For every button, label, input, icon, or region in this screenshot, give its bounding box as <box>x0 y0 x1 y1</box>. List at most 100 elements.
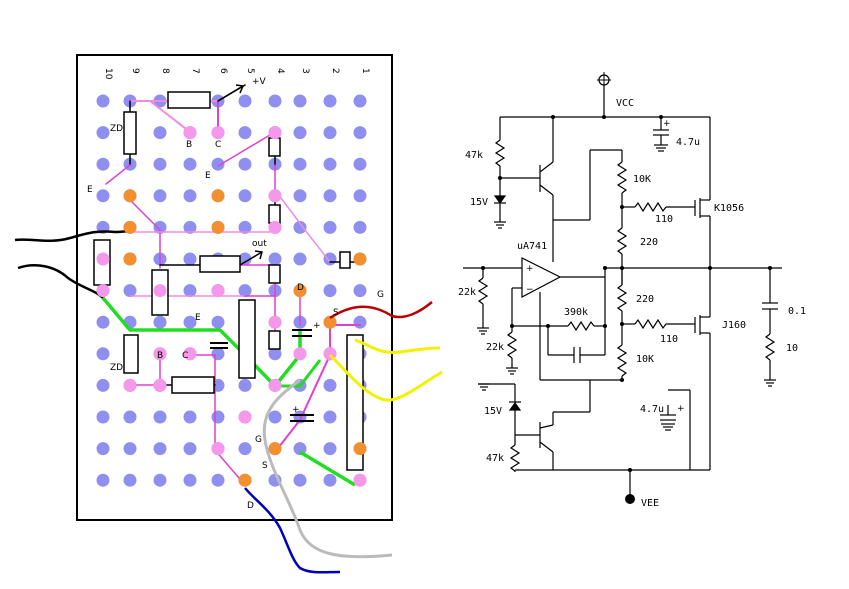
board-pad <box>123 378 137 392</box>
label-out: out <box>252 239 267 249</box>
board-hole <box>323 410 337 424</box>
board-hole <box>153 220 167 234</box>
column-number: 9 <box>130 68 140 74</box>
board-pad <box>183 347 197 361</box>
board-hole <box>293 220 307 234</box>
label-cap-plus-bottom: + <box>292 405 300 415</box>
board-pad <box>353 252 367 266</box>
board-pad <box>268 442 282 456</box>
column-number: 4 <box>275 68 285 74</box>
board-hole <box>353 284 367 298</box>
label-b-bottom: B <box>157 351 163 361</box>
board-hole <box>153 473 167 487</box>
board-pad <box>211 189 225 203</box>
board-hole <box>293 442 307 456</box>
board-hole <box>293 252 307 266</box>
board-hole <box>153 442 167 456</box>
label-c-top: C <box>215 140 221 150</box>
board-hole <box>353 220 367 234</box>
board-pad <box>123 252 137 266</box>
column-number: 10 <box>103 68 113 80</box>
board-hole <box>153 189 167 203</box>
board-pad <box>96 252 110 266</box>
label-zd-bottom: ZD <box>110 363 123 373</box>
board-hole <box>293 189 307 203</box>
board-hole <box>183 442 197 456</box>
board-pad <box>96 284 110 298</box>
board-pad <box>238 410 252 424</box>
board-hole <box>123 442 137 456</box>
board-hole <box>96 347 110 361</box>
board-hole <box>96 189 110 203</box>
label-cap-bottom-value: 4.7u <box>640 404 664 415</box>
board-pad <box>268 126 282 140</box>
label-s-bottom: S <box>262 461 268 471</box>
board-pad <box>211 442 225 456</box>
label-g-bottom: G <box>255 435 262 445</box>
board-hole <box>183 252 197 266</box>
label-r-220-top: 220 <box>640 237 658 248</box>
label-e-top: E <box>205 171 211 181</box>
board-hole <box>323 378 337 392</box>
column-number: 3 <box>300 68 310 74</box>
label-zd-15v-bottom: 15V <box>484 406 502 417</box>
board-pad <box>238 473 252 487</box>
board-hole <box>211 473 225 487</box>
label-r-110-bottom: 110 <box>660 334 678 345</box>
label-opamp-plus: + <box>526 264 534 274</box>
label-cap-plus-top: + <box>313 321 321 331</box>
board-hole <box>96 94 110 108</box>
yellow-wire-bottom <box>328 353 443 402</box>
label-zd-top: ZD <box>110 124 123 134</box>
board-hole <box>211 315 225 329</box>
board-hole <box>96 473 110 487</box>
board-hole <box>183 315 197 329</box>
board-hole <box>96 126 110 140</box>
board-hole <box>268 252 282 266</box>
label-plus-v: +V <box>252 77 267 87</box>
out-arrow <box>239 251 263 266</box>
label-c-bottom: C <box>182 351 188 361</box>
schematic-wires <box>463 80 782 497</box>
label-d-bottom: D <box>247 501 254 511</box>
board-hole <box>353 157 367 171</box>
plus-v-arrow <box>217 85 244 102</box>
board-hole <box>123 473 137 487</box>
board-hole <box>96 157 110 171</box>
black-wire-ground <box>17 264 104 299</box>
board-pad <box>323 315 337 329</box>
board-hole <box>183 410 197 424</box>
board-capacitors <box>210 329 314 422</box>
board-hole <box>153 157 167 171</box>
board-hole <box>323 126 337 140</box>
label-d-top: D <box>297 283 304 293</box>
label-r-22k-feedback: 22k <box>486 342 504 353</box>
label-cap-out: 0.1 <box>788 306 806 317</box>
board-hole <box>96 378 110 392</box>
red-wire <box>329 301 433 320</box>
label-r-47k-top: 47k <box>465 150 483 161</box>
board-hole <box>153 315 167 329</box>
label-r-220-bottom: 220 <box>636 294 654 305</box>
label-mosfet-bottom: J160 <box>722 320 746 331</box>
blue-wire <box>244 487 341 574</box>
label-s-top: S <box>333 308 339 318</box>
board-hole <box>96 442 110 456</box>
board-pad <box>268 378 282 392</box>
board-hole <box>353 126 367 140</box>
board-hole <box>268 94 282 108</box>
board-hole <box>153 410 167 424</box>
board-hole <box>153 126 167 140</box>
board-hole <box>183 284 197 298</box>
column-number: 8 <box>160 68 170 74</box>
board-hole <box>123 284 137 298</box>
label-mosfet-top: K1056 <box>714 203 744 214</box>
board-pad <box>353 473 367 487</box>
board-pad <box>123 220 137 234</box>
label-e-mid: E <box>195 313 201 323</box>
label-r-390k: 390k <box>564 307 588 318</box>
board-pad <box>153 347 167 361</box>
board-hole <box>268 410 282 424</box>
